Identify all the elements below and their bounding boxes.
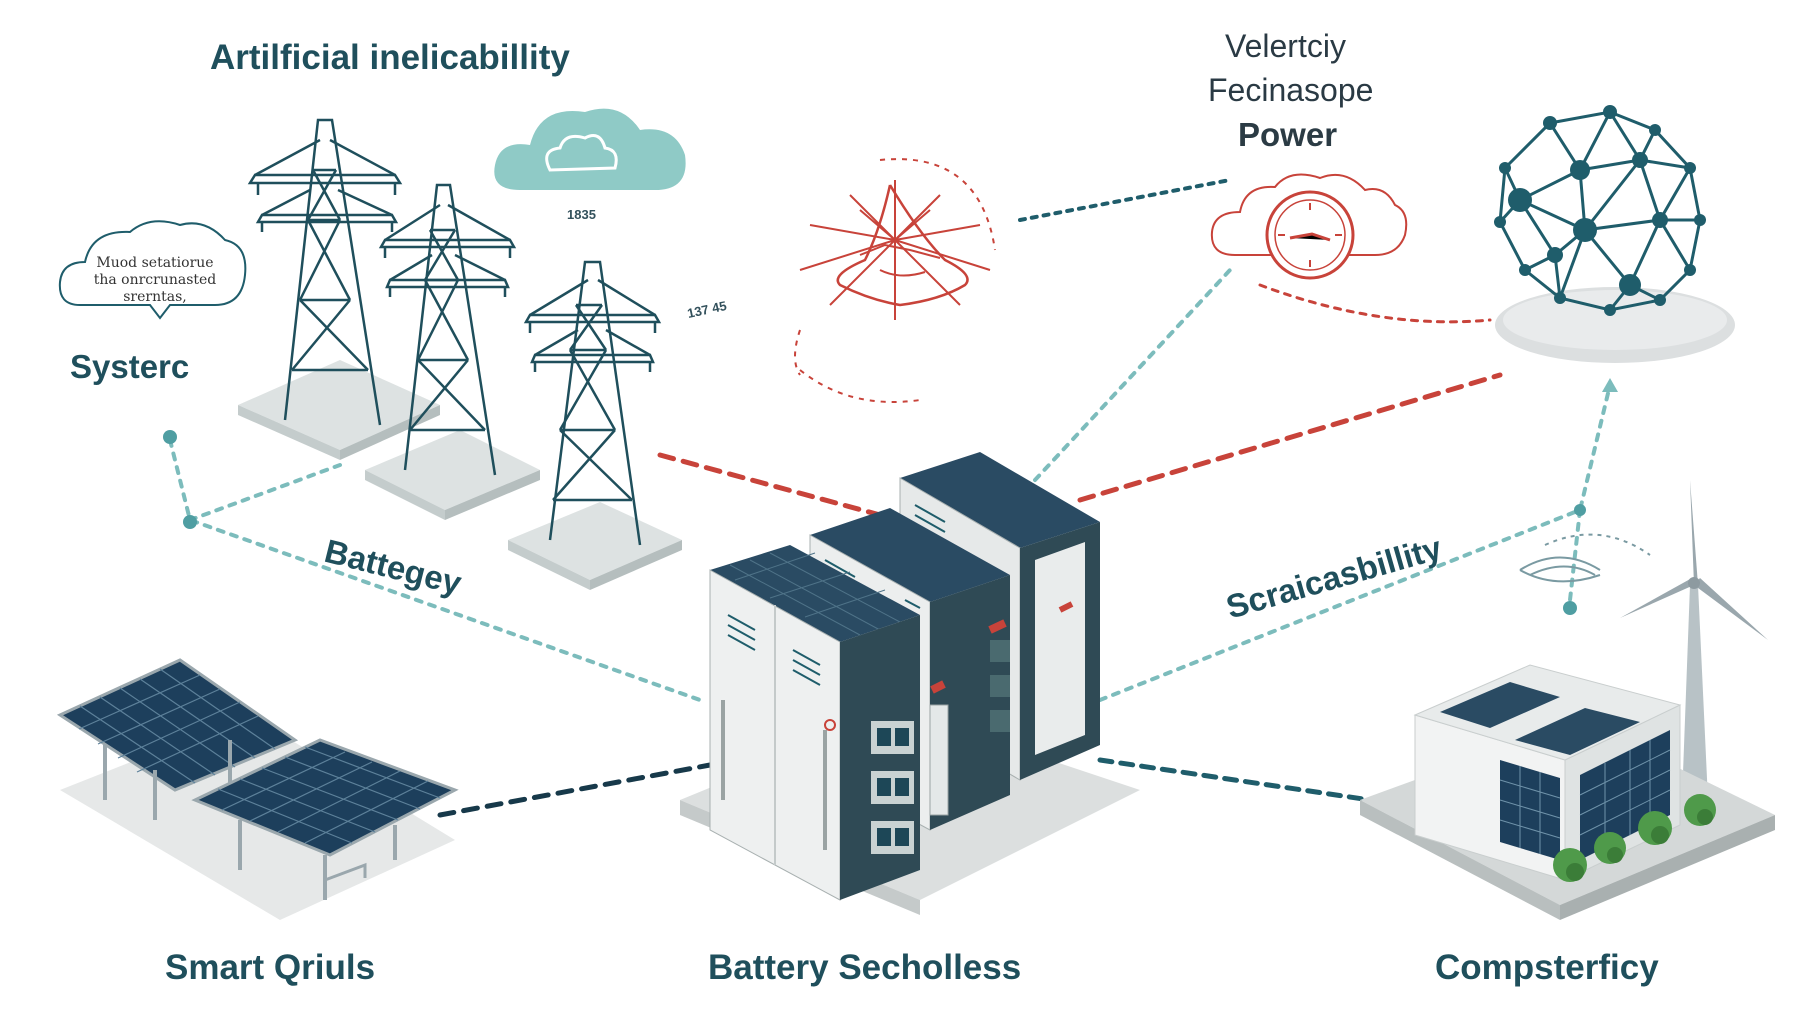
cloud-note-line2: tha onrcrunasted	[93, 272, 217, 288]
sun-radial-icon	[794, 158, 996, 403]
clock-cloud-icon	[1210, 173, 1408, 280]
cloud-icon	[494, 108, 686, 190]
data-center-icon	[1360, 664, 1775, 920]
connector-lines	[163, 178, 1618, 818]
connector-battery-clock	[1033, 268, 1232, 482]
network-sphere-icon	[1494, 105, 1735, 363]
wind-turbine-icon	[1620, 480, 1768, 800]
arrow-head-network	[1602, 378, 1618, 392]
tower-1	[238, 118, 440, 460]
label-smart-grids: Smart Qriuls	[165, 948, 376, 987]
cloud-note-line3: srerntas,	[123, 289, 187, 305]
battery-cabinet-icon	[680, 452, 1140, 915]
cloud-note: Muod setatiorue tha onrcrunasted srernta…	[70, 255, 240, 306]
label-velocity-line1: Velertciy	[1225, 28, 1346, 64]
connector-battery-network	[1077, 372, 1503, 503]
tower-3	[508, 260, 682, 590]
label-compsterficy: Compsterficy	[1435, 948, 1659, 987]
connector-solar-battery	[437, 762, 713, 818]
solar-panel-1	[56, 658, 299, 820]
node-dot-systerc-2	[183, 515, 197, 529]
transmission-tower-icon	[238, 118, 682, 590]
connector-tower-battery	[657, 452, 883, 518]
label-power: Power	[1238, 116, 1338, 153]
label-battery-storage: Battery Secholless	[708, 948, 1022, 987]
code-1835: 1835	[567, 207, 596, 222]
battery-cabinet-front	[709, 545, 949, 901]
connector-battery-scalability	[1098, 383, 1612, 702]
node-dot-systerc	[163, 430, 177, 444]
wifi-signal-icon	[1519, 533, 1651, 583]
connector-sun-clock	[1018, 178, 1232, 222]
label-systerc: Systerc	[70, 348, 190, 385]
node-dot-wind	[1563, 601, 1577, 615]
tower-2	[365, 183, 540, 520]
solar-panel-2	[191, 738, 459, 900]
speech-cloud-icon	[58, 220, 247, 320]
node-dot-scalability	[1574, 504, 1586, 516]
title-artificial-intelligence: Artilficial inelicabillity	[210, 38, 570, 77]
solar-panel-icon	[56, 658, 459, 920]
connector-clock-network	[1258, 283, 1492, 324]
connector-scalability-wind	[1568, 508, 1582, 602]
cloud-note-line1: Muod setatiorue	[96, 255, 214, 271]
label-velocity-line2: Fecinasope	[1208, 72, 1374, 108]
connector-battery-datacenter	[1097, 757, 1373, 803]
connector-systerc-tower	[188, 463, 342, 522]
